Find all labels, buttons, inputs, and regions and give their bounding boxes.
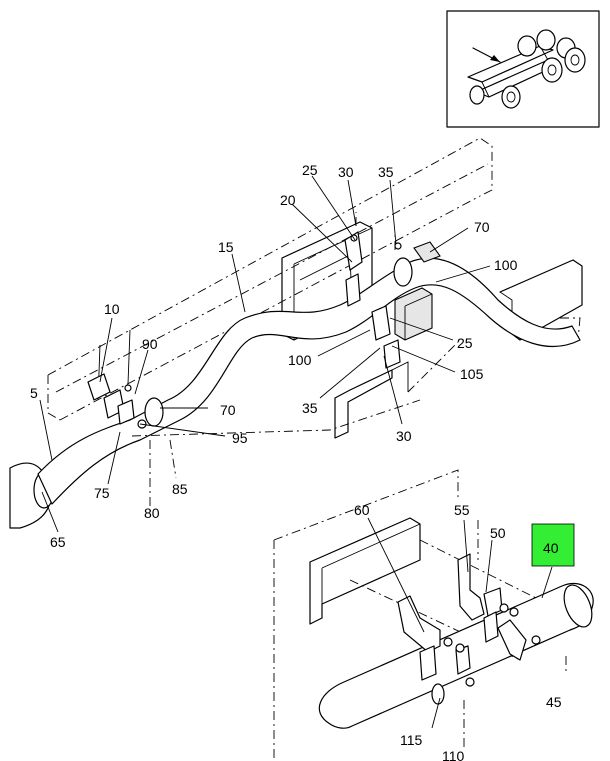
callout-45: 45 xyxy=(546,694,562,710)
detail-view-lower xyxy=(273,469,594,761)
callout-115: 115 xyxy=(400,732,423,748)
callout-90: 90 xyxy=(142,336,158,352)
callout-25-top: 25 xyxy=(302,162,318,178)
callout-50: 50 xyxy=(490,525,506,541)
callout-70-right: 70 xyxy=(474,219,490,235)
callout-15: 15 xyxy=(218,239,234,255)
callout-30-top: 30 xyxy=(338,164,354,180)
callout-10: 10 xyxy=(104,301,120,317)
callouts: 5 10 15 20 25 30 35 70 100 25 100 105 35… xyxy=(30,162,562,761)
leader-lines xyxy=(39,175,553,729)
callout-25-mid: 25 xyxy=(457,335,473,351)
callout-100-left: 100 xyxy=(288,352,312,368)
callout-95: 95 xyxy=(232,430,248,446)
callout-70-left: 70 xyxy=(220,402,236,418)
callout-35-top: 35 xyxy=(378,164,394,180)
callout-40: 40 xyxy=(543,540,559,556)
hanger-lines-upper xyxy=(131,212,421,512)
frame-rail-upper xyxy=(47,137,493,421)
callout-30-mid: 30 xyxy=(396,428,412,444)
callout-20: 20 xyxy=(280,192,296,208)
callout-60: 60 xyxy=(354,502,370,518)
callout-55: 55 xyxy=(454,502,470,518)
callout-40-highlighted[interactable]: 40 xyxy=(531,523,575,567)
callout-100-right: 100 xyxy=(494,257,518,273)
clamp-set-upper xyxy=(87,231,402,429)
callout-105: 105 xyxy=(460,366,484,382)
callout-80: 80 xyxy=(144,505,160,521)
exhaust-pipe-upper xyxy=(9,241,581,529)
callout-75: 75 xyxy=(94,485,110,501)
callout-5: 5 xyxy=(30,385,38,401)
callout-35-mid: 35 xyxy=(302,400,318,416)
callout-65: 65 xyxy=(50,534,66,550)
hanger-bracket-lower xyxy=(334,339,461,439)
vehicle-locator-inset xyxy=(446,10,600,128)
callout-110: 110 xyxy=(442,748,465,761)
callout-85: 85 xyxy=(172,481,188,497)
